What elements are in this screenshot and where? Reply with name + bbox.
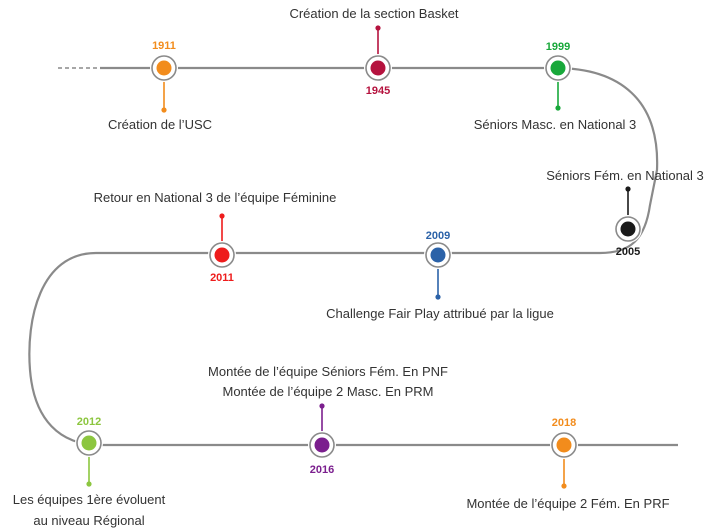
- timeline-event: 2005 Séniors Fém. en National 3: [546, 168, 704, 258]
- event-year: 2018: [552, 417, 576, 429]
- event-marker-dot: [214, 247, 230, 263]
- event-stem-dot: [375, 25, 381, 31]
- event-stem-dot: [555, 105, 561, 111]
- event-label: Création de l’USC: [108, 117, 212, 132]
- event-marker-dot: [81, 435, 97, 451]
- event-marker-dot: [430, 247, 446, 263]
- event-year: 2005: [616, 246, 640, 258]
- event-label: Séniors Masc. en National 3: [474, 117, 637, 132]
- event-year: 2011: [210, 272, 234, 284]
- event-stem-dot: [625, 186, 631, 192]
- timeline-path: [28, 66, 678, 447]
- event-label: Montée de l’équipe 2 Fém. En PRF: [466, 496, 669, 511]
- event-label: Challenge Fair Play attribué par la ligu…: [326, 306, 554, 321]
- event-marker-dot: [314, 437, 330, 453]
- event-label: Création de la section Basket: [289, 6, 458, 21]
- event-marker-dot: [556, 437, 572, 453]
- timeline-event: 1945 Création de la section Basket: [289, 6, 458, 97]
- event-year: 2009: [426, 230, 450, 242]
- event-stem-dot: [219, 213, 225, 219]
- event-marker-dot: [620, 221, 636, 237]
- event-stem-dot: [86, 481, 92, 487]
- event-year: 1999: [546, 41, 570, 53]
- event-stem-dot: [435, 294, 441, 300]
- event-stem-dot: [319, 403, 325, 409]
- event-stem-dot: [161, 107, 167, 113]
- event-label: Montée de l’équipe 2 Masc. En PRM: [223, 384, 434, 399]
- event-label: Les équipes 1ère évoluent: [13, 492, 166, 507]
- event-marker-dot: [550, 60, 566, 76]
- event-year: 2012: [77, 416, 101, 428]
- event-marker-dot: [156, 60, 172, 76]
- event-marker-dot: [370, 60, 386, 76]
- event-year: 2016: [310, 464, 334, 476]
- event-year: 1945: [366, 85, 390, 97]
- event-label: Retour en National 3 de l’équipe Féminin…: [94, 190, 337, 205]
- event-stem-dot: [561, 483, 567, 489]
- event-label: au niveau Régional: [33, 513, 144, 528]
- timeline-event: 2016 Montée de l’équipe Séniors Fém. En P…: [208, 364, 448, 476]
- event-year: 1911: [152, 40, 176, 52]
- timeline-event: 2011 Retour en National 3 de l’équipe Fém…: [94, 190, 337, 284]
- event-label: Séniors Fém. en National 3: [546, 168, 704, 183]
- event-label: Montée de l’équipe Séniors Fém. En PNF: [208, 364, 448, 379]
